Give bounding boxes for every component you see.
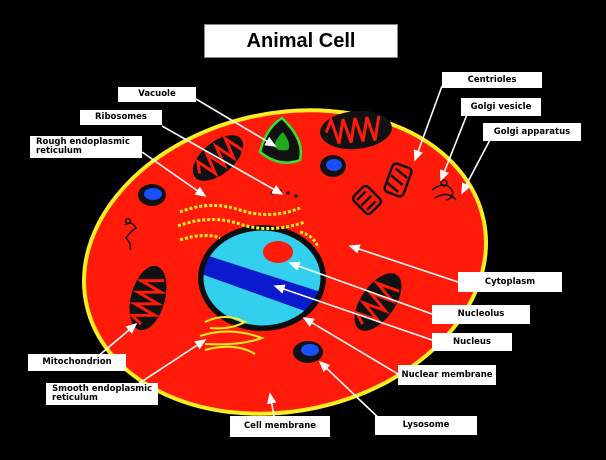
label-vacuole: Vacuole — [118, 87, 196, 102]
nucleolus — [263, 241, 293, 263]
label-nucleus: Nucleus — [432, 333, 512, 351]
label-mitochondrion: Mitochondrion — [28, 354, 126, 371]
diagram-title: Animal Cell — [204, 24, 398, 58]
label-nucleolus: Nucleolus — [432, 305, 530, 324]
lysosome — [138, 155, 346, 363]
label-cytoplasm: Cytoplasm — [458, 272, 562, 292]
label-cell-membrane: Cell membrane — [230, 416, 330, 437]
label-lysosome: Lysosome — [375, 416, 477, 435]
vacuole — [258, 116, 303, 164]
label-nuclear-membrane: Nuclear membrane — [398, 365, 496, 385]
label-rough-er: Rough endoplasmic reticulum — [30, 136, 142, 158]
label-centrioles: Centrioles — [442, 72, 542, 88]
rough-endoplasmic-reticulum — [177, 204, 320, 249]
label-golgi-vesicle: Golgi vesicle — [461, 98, 541, 116]
mitochondrion-top-right — [320, 110, 392, 150]
golgi-apparatus — [124, 179, 457, 251]
centrioles — [351, 162, 413, 216]
mitochondrion-left — [128, 265, 167, 331]
label-ribosomes: Ribosomes — [80, 110, 162, 125]
pointer-arrows — [95, 85, 493, 425]
label-smooth-er: Smooth endoplasmic reticulum — [46, 383, 158, 405]
nucleus — [198, 225, 326, 331]
mitochondrion-right — [353, 273, 402, 331]
label-golgi-apparatus: Golgi apparatus — [483, 123, 581, 141]
smooth-endoplasmic-reticulum — [199, 316, 265, 355]
